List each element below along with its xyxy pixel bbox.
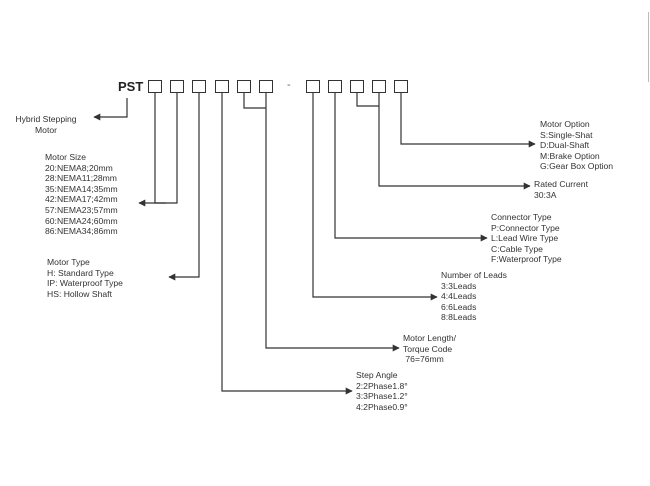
label-line: Motor Size xyxy=(45,152,87,162)
label-line: 60:NEMA24;60mm xyxy=(45,215,118,226)
label-line: 86:NEMA34;86mm xyxy=(45,226,118,237)
label-line: 28:NEMA11;28mm xyxy=(45,173,117,184)
label-line: M:Brake Option xyxy=(540,150,600,161)
code-box-1 xyxy=(148,80,162,93)
label-line: H: Standard Type xyxy=(47,267,114,278)
label-line: Motor Option xyxy=(540,119,590,129)
label-line: 3:3Leads xyxy=(441,280,477,291)
label-line: 20:NEMA8;20mm xyxy=(45,162,113,173)
connector-step-angle xyxy=(221,93,353,395)
label-line: Rated Current xyxy=(534,179,588,189)
label-line: Number of Leads xyxy=(441,270,507,280)
label-line: 76=76mm xyxy=(403,354,444,365)
code-box-10 xyxy=(372,80,386,93)
label-step-angle: Step Angle 2:2Phase1.8° 3:3Phase1.2° 4:2… xyxy=(356,370,408,412)
label-line: IP: Waterproof Type xyxy=(47,278,123,289)
label-line: 6:6Leads xyxy=(441,301,477,312)
label-line: S:Single-Shat xyxy=(540,129,593,140)
connector-motor-length-bracket xyxy=(243,93,266,109)
label-hybrid-stepping-motor: Hybrid Stepping Motor xyxy=(8,114,84,135)
label-line: 2:2Phase1.8° xyxy=(356,380,408,391)
code-box-5 xyxy=(237,80,251,93)
label-line: Motor Length/ xyxy=(403,333,457,343)
label-motor-option: Motor Option S:Single-Shat D:Dual-Shaft … xyxy=(540,119,613,172)
label-line: C:Cable Type xyxy=(491,243,543,254)
right-rule xyxy=(648,12,649,82)
connector-motor-length xyxy=(265,93,400,352)
connector-rated-current-bracket xyxy=(356,93,379,107)
code-box-4 xyxy=(215,80,229,93)
label-line: F:Waterproof Type xyxy=(491,254,562,265)
label-line: 35:NEMA14;35mm xyxy=(45,183,118,194)
label-line: 4:2Phase0.9° xyxy=(356,401,408,412)
connector-motor-size-bracket xyxy=(154,93,178,204)
connector-motor-type xyxy=(168,93,200,281)
label-line: D:Dual-Shaft xyxy=(540,140,590,151)
code-box-6 xyxy=(259,80,273,93)
label-motor-length: Motor Length/ Torque Code 76=76mm xyxy=(403,333,456,365)
label-line: Motor Type xyxy=(47,257,90,267)
label-line: G:Gear Box Option xyxy=(540,161,614,172)
label-line: L:Lead Wire Type xyxy=(491,233,559,244)
label-line: 4:4Leads xyxy=(441,291,477,302)
label-line: 8:8Leads xyxy=(441,312,477,323)
connector-motor-option xyxy=(400,93,536,148)
connector-rated-current xyxy=(378,93,531,190)
label-line: HS: Hollow Shaft xyxy=(47,288,112,299)
label-motor-type: Motor Type H: Standard Type IP: Waterpro… xyxy=(47,257,123,299)
label-line: Hybrid Stepping xyxy=(15,114,77,124)
code-box-3 xyxy=(192,80,206,93)
label-line: 42:NEMA17;42mm xyxy=(45,194,118,205)
code-separator: - xyxy=(287,79,291,91)
label-line: 30:3A xyxy=(534,189,557,200)
code-box-8 xyxy=(328,80,342,93)
label-line: Torque Code xyxy=(403,343,453,354)
label-number-of-leads: Number of Leads 3:3Leads 4:4Leads 6:6Lea… xyxy=(441,270,507,323)
model-prefix: PST xyxy=(118,79,144,94)
code-box-9 xyxy=(350,80,364,93)
label-rated-current: Rated Current 30:3A xyxy=(534,179,588,200)
label-motor-size: Motor Size 20:NEMA8;20mm 28:NEMA11;28mm … xyxy=(45,152,118,237)
code-box-2 xyxy=(170,80,184,93)
label-line: Connector Type xyxy=(491,212,552,222)
code-box-7 xyxy=(306,80,320,93)
code-box-11 xyxy=(394,80,408,93)
label-connector-type: Connector Type P:Connector Type L:Lead W… xyxy=(491,212,562,265)
label-line: 57:NEMA23;57mm xyxy=(45,204,118,215)
label-line: Step Angle xyxy=(356,370,398,380)
label-line: Motor xyxy=(35,124,57,135)
label-line: P:Connector Type xyxy=(491,222,560,233)
connector-connector-type xyxy=(334,93,488,242)
label-line: 3:3Phase1.2° xyxy=(356,391,408,402)
connector-hybrid xyxy=(93,98,128,121)
connector-number-of-leads xyxy=(312,93,438,301)
